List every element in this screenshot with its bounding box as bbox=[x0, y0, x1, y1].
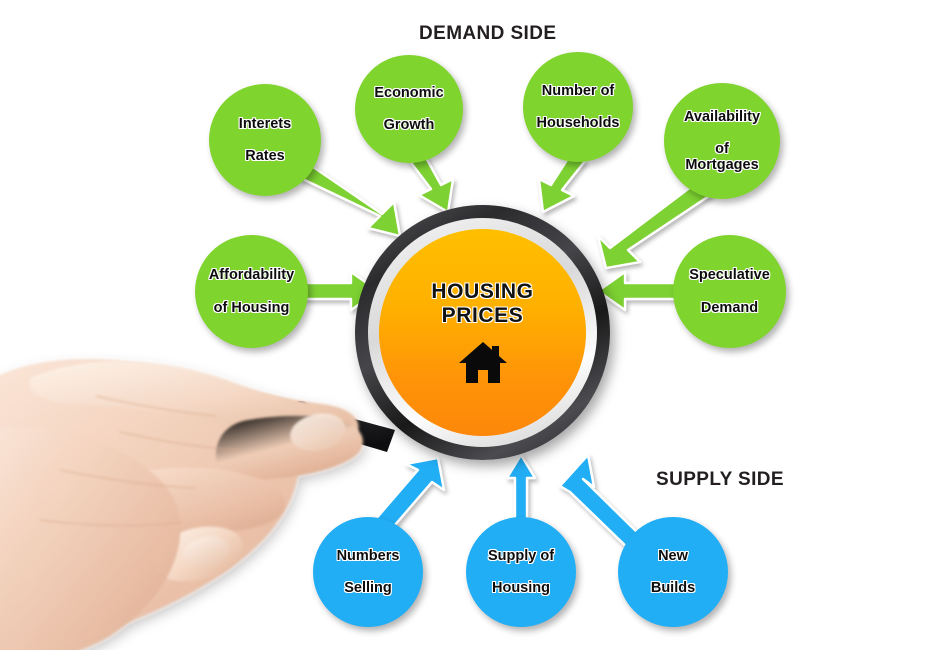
node-label-line1: New bbox=[658, 547, 688, 564]
demand-side-label: DEMAND SIDE bbox=[419, 23, 557, 44]
node-label-line1: Numbers bbox=[336, 547, 400, 564]
node-supply-of-housing[interactable]: Supply of Housing bbox=[466, 517, 576, 627]
node-numbers-selling-label: Numbers Selling bbox=[323, 548, 414, 597]
node-affordability-of-housing[interactable]: Affordability of Housing bbox=[195, 235, 308, 348]
supply-side-label: SUPPLY SIDE bbox=[656, 469, 784, 490]
node-label-line1: Number of bbox=[541, 82, 615, 99]
node-economic-growth-label: Economic Growth bbox=[360, 85, 457, 134]
node-new-builds[interactable]: New Builds bbox=[618, 517, 728, 627]
house-icon bbox=[457, 339, 509, 385]
node-label-line1: Availability bbox=[683, 108, 761, 125]
node-label-line2: Rates bbox=[245, 148, 285, 165]
node-availability-of-mortgages-label: Availability of Mortgages bbox=[664, 109, 780, 174]
node-label-line1: Supply of bbox=[487, 547, 555, 564]
node-numbers-selling[interactable]: Numbers Selling bbox=[313, 517, 423, 627]
node-label-line1: Affordability bbox=[208, 267, 295, 284]
central-node-housing-prices: HOUSING PRICES bbox=[379, 229, 586, 436]
node-label-line1: Economic bbox=[374, 84, 444, 101]
node-label-line2: Households bbox=[536, 115, 620, 132]
arrow-economic-growth bbox=[407, 154, 455, 214]
arrow-availability-of-mortgages bbox=[596, 178, 714, 270]
thumbnail bbox=[290, 413, 346, 451]
node-label-line1: Speculative bbox=[689, 267, 770, 284]
node-label-line2: Housing bbox=[492, 580, 550, 597]
node-label-line2: Growth bbox=[383, 117, 435, 134]
node-economic-growth[interactable]: Economic Growth bbox=[355, 55, 463, 163]
center-title-line1: HOUSING bbox=[431, 279, 534, 303]
node-speculative-demand[interactable]: Speculative Demand bbox=[673, 235, 786, 348]
node-label-line2: of Housing bbox=[213, 299, 290, 316]
node-label-line1: Interets bbox=[238, 115, 292, 132]
node-availability-of-mortgages[interactable]: Availability of Mortgages bbox=[664, 83, 780, 199]
node-label-line2: Demand bbox=[700, 299, 759, 316]
node-speculative-demand-label: Speculative Demand bbox=[675, 267, 784, 316]
hand-photo bbox=[0, 359, 363, 650]
node-interest-rates[interactable]: Interets Rates bbox=[209, 84, 321, 196]
node-interest-rates-label: Interets Rates bbox=[225, 116, 305, 165]
center-title: HOUSING PRICES bbox=[431, 280, 533, 328]
center-title-line2: PRICES bbox=[441, 303, 524, 327]
arrow-speculative-demand bbox=[596, 270, 678, 312]
node-supply-of-housing-label: Supply of Housing bbox=[474, 548, 568, 597]
node-label-line2: Builds bbox=[650, 580, 696, 597]
node-affordability-of-housing-label: Affordability of Housing bbox=[195, 267, 308, 316]
magnifier-lens-assembly: HOUSING PRICES bbox=[355, 205, 610, 460]
node-number-of-households-label: Number of Households bbox=[523, 83, 634, 132]
node-label-line2: Selling bbox=[344, 580, 392, 597]
arrow-number-of-households bbox=[537, 155, 587, 214]
node-label-line2: of Mortgages bbox=[685, 141, 759, 174]
node-new-builds-label: New Builds bbox=[637, 548, 709, 597]
node-number-of-households[interactable]: Number of Households bbox=[523, 52, 633, 162]
